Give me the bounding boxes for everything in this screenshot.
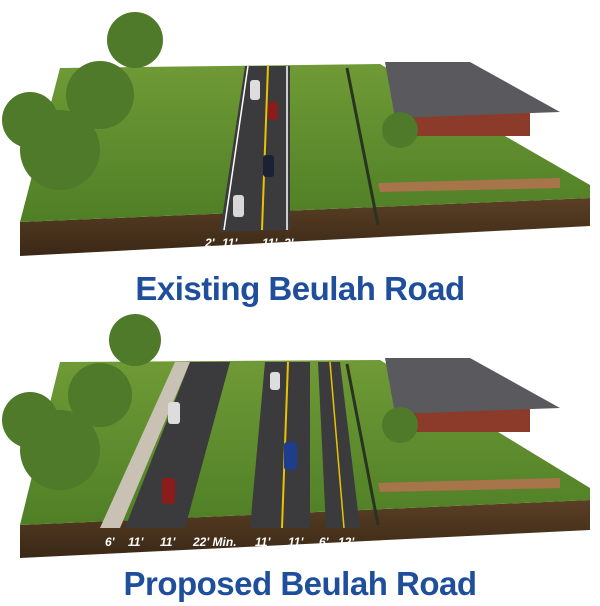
sidewalk [100,362,190,528]
dimension-label: 11' [128,535,144,549]
multi-use-path [318,362,360,528]
dimension-label: 11' [255,535,271,549]
dimension-label: 12' [338,535,355,549]
road-asphalt-left [125,362,230,528]
fence-wood [378,478,560,492]
car-icon [162,478,175,504]
existing-title: Existing Beulah Road [135,270,465,307]
tree-icon [2,12,418,190]
dimension-label: 11' [262,236,278,250]
dimension-label: 2' [204,236,216,250]
road-asphalt-center [250,362,310,528]
dimension-label: 11' [160,535,176,549]
ground-soil-front [20,500,590,558]
proposed-title: Proposed Beulah Road [123,565,477,602]
house-icon [385,62,560,136]
car-icon [284,442,297,470]
car-icon [263,155,274,177]
dimension-label: 6' [105,535,116,549]
proposed-road-scene: 6' 11' 11' 22' Min. 11' 11' 6' 12' [2,314,590,558]
existing-road-scene: 2' 11' 11' 2' [2,12,590,256]
car-icon [168,402,180,424]
fence [345,363,380,526]
dimension-label: 11' [288,535,304,549]
dimension-label: 22' Min. [192,535,237,549]
dimension-label: 11' [222,236,238,250]
car-icon [250,80,260,100]
fence [345,67,380,226]
fence-wood [378,178,560,192]
tree-icon [2,314,418,490]
car-icon [233,195,244,217]
ground-soil-front [20,198,590,256]
dimension-label: 2' [283,236,295,250]
dimension-label: 6' [319,535,330,549]
car-icon [270,372,280,390]
house-icon [385,358,560,432]
car-icon [268,102,278,120]
